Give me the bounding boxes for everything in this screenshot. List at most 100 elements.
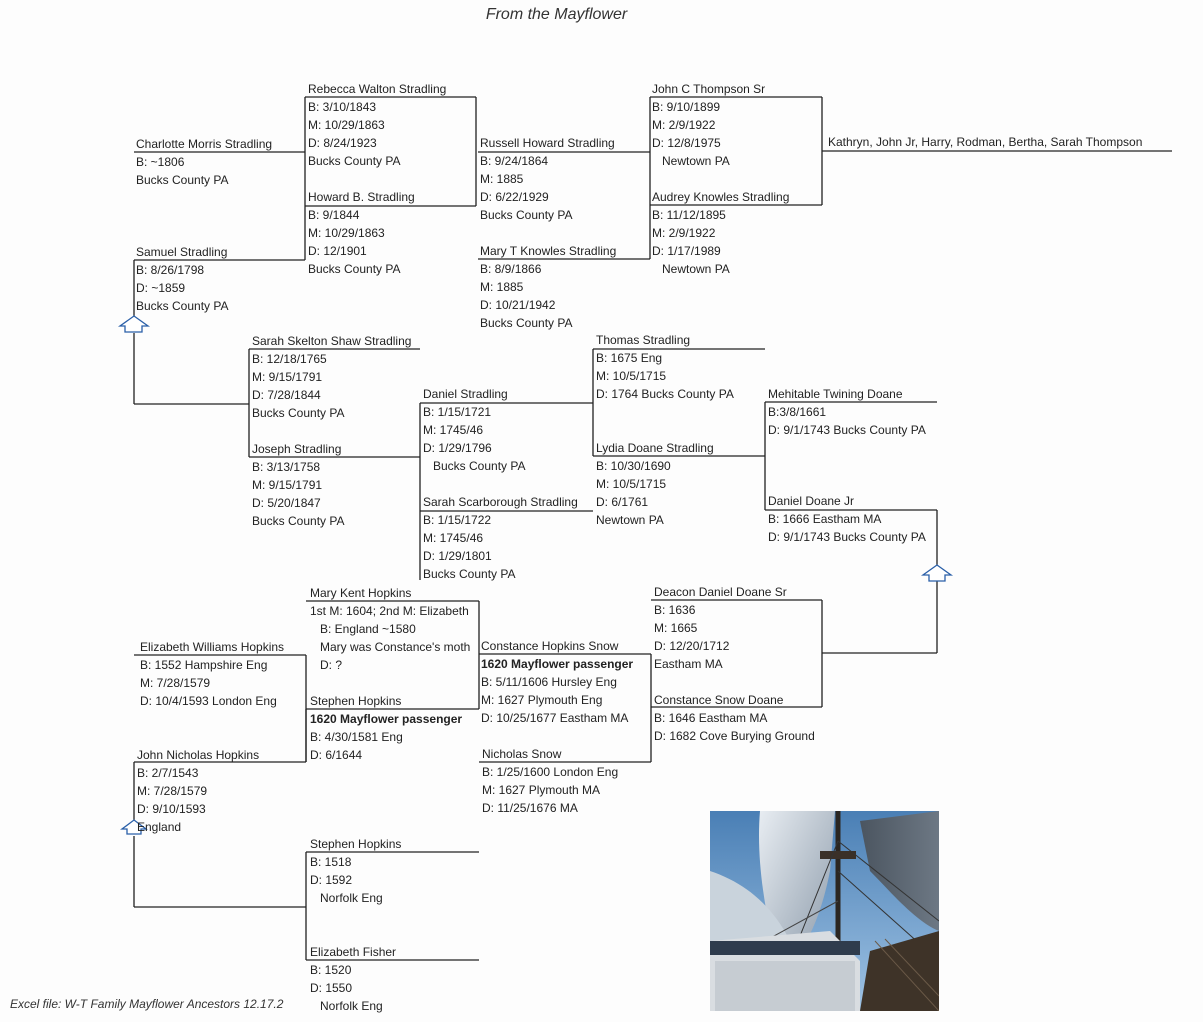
person-birth: B: 1646 Eastham MA xyxy=(654,711,768,725)
person-place: Norfolk Eng xyxy=(320,891,383,905)
person-name: Sarah Scarborough Stradling xyxy=(423,495,578,509)
person-place: England xyxy=(137,820,182,834)
person-rebecca-walton-stradling: Rebecca Walton Stradling B: 3/10/1843 M:… xyxy=(308,80,446,170)
person-marriage: M: 1665 xyxy=(654,621,698,635)
person-place: Bucks County PA xyxy=(423,567,516,581)
page-title: From the Mayflower xyxy=(485,6,628,23)
person-death: D: 12/1901 xyxy=(308,244,367,258)
person-birth: B: 10/30/1690 xyxy=(596,459,671,473)
excel-file-caption: Excel file: W-T Family Mayflower Ancesto… xyxy=(10,997,284,1011)
person-place: Bucks County PA xyxy=(136,173,229,187)
person-lydia-doane-stradling: Lydia Doane Stradling B: 10/30/1690 M: 1… xyxy=(596,439,714,529)
person-death: D: 12/20/1712 xyxy=(654,639,730,653)
person-name: Deacon Daniel Doane Sr xyxy=(654,585,787,599)
person-name: Joseph Stradling xyxy=(252,442,342,456)
person-name: John Nicholas Hopkins xyxy=(137,748,260,762)
person-constance-hopkins-snow: Constance Hopkins Snow 1620 Mayflower pa… xyxy=(481,637,633,727)
person-marriage: M: 2/9/1922 xyxy=(652,226,716,240)
person-name: Elizabeth Fisher xyxy=(310,945,397,959)
person-name: Sarah Skelton Shaw Stradling xyxy=(252,334,412,348)
person-marriage: M: 7/28/1579 xyxy=(140,676,211,690)
person-name: Mary Kent Hopkins xyxy=(310,586,412,600)
person-birth: B: 1/15/1722 xyxy=(423,513,492,527)
person-death: D: ~1859 xyxy=(136,281,186,295)
person-name: Russell Howard Stradling xyxy=(480,136,615,150)
person-name: Nicholas Snow xyxy=(482,747,562,761)
person-place: Eastham MA xyxy=(654,657,723,671)
mayflower-passenger-label: 1620 Mayflower passenger xyxy=(310,712,463,726)
person-mary-t-knowles-stradling: Mary T Knowles Stradling B: 8/9/1866 M: … xyxy=(480,242,616,332)
person-marriage: M: 9/15/1791 xyxy=(252,370,323,384)
person-name: Howard B. Stradling xyxy=(308,190,415,204)
person-birth: B: 12/18/1765 xyxy=(252,352,327,366)
person-place: Bucks County PA xyxy=(433,459,526,473)
person-death: D: 1592 xyxy=(310,873,353,887)
person-birth: B: 9/24/1864 xyxy=(480,154,549,168)
person-death: D: 8/24/1923 xyxy=(308,136,377,150)
person-birth: B: 11/12/1895 xyxy=(652,208,726,222)
person-birth: B: 2/7/1543 xyxy=(137,766,199,780)
person-stephen-hopkins-1518: Stephen Hopkins B: 1518 D: 1592 Norfolk … xyxy=(310,835,401,907)
person-birth: B: 8/9/1866 xyxy=(480,262,542,276)
person-birth: B: 3/13/1758 xyxy=(252,460,321,474)
person-name: John C Thompson Sr xyxy=(652,82,766,96)
person-death: D: 10/25/1677 Eastham MA xyxy=(481,711,629,725)
person-place: Newtown PA xyxy=(596,513,664,527)
person-marriage: 1st M: 1604; 2nd M: Elizabeth xyxy=(310,604,469,618)
up-arrow-icon xyxy=(120,819,148,835)
person-name: Elizabeth Williams Hopkins xyxy=(140,640,285,654)
person-marriage: M: 10/29/1863 xyxy=(308,226,385,240)
person-mary-kent-hopkins: Mary Kent Hopkins 1st M: 1604; 2nd M: El… xyxy=(310,584,478,674)
person-death: D: 9/1/1743 Bucks County PA xyxy=(768,530,926,544)
person-birth: B: 1/15/1721 xyxy=(423,405,492,419)
person-name: Constance Snow Doane xyxy=(654,693,784,707)
person-audrey-knowles-stradling: Audrey Knowles Stradling B: 11/12/1895 M… xyxy=(652,188,789,278)
person-death: D: 1764 Bucks County PA xyxy=(596,387,734,401)
person-death: D: 12/8/1975 xyxy=(652,136,721,150)
person-death: D: 1550 xyxy=(310,981,353,995)
person-name: Stephen Hopkins xyxy=(310,837,402,851)
person-birth: B: 4/30/1581 Eng xyxy=(310,730,403,744)
person-john-c-thompson: John C Thompson Sr B: 9/10/1899 M: 2/9/1… xyxy=(652,80,765,170)
person-death: D: 1682 Cove Burying Ground xyxy=(654,729,815,743)
person-death: D: 9/10/1593 xyxy=(137,802,206,816)
person-marriage: M: 7/28/1579 xyxy=(137,784,208,798)
person-name: Mary T Knowles Stradling xyxy=(480,244,617,258)
person-stephen-hopkins-1581: Stephen Hopkins 1620 Mayflower passenger… xyxy=(310,692,462,764)
person-birth: B: 8/26/1798 xyxy=(136,263,205,277)
person-marriage: M: 10/29/1863 xyxy=(308,118,385,132)
person-daniel-doane-jr: Daniel Doane Jr B: 1666 Eastham MA D: 9/… xyxy=(768,492,926,546)
person-nicholas-snow: Nicholas Snow B: 1/25/1600 London Eng M:… xyxy=(482,745,618,817)
person-name: Charlotte Morris Stradling xyxy=(136,137,273,151)
person-death: D: ? xyxy=(320,658,343,672)
person-birth: B: England ~1580 xyxy=(320,622,416,636)
person-marriage: M: 1627 Plymouth Eng xyxy=(481,693,603,707)
person-place: Bucks County PA xyxy=(480,316,573,330)
person-marriage: M: 9/15/1791 xyxy=(252,478,323,492)
person-death: D: 10/21/1942 xyxy=(480,298,556,312)
person-death: D: 6/22/1929 xyxy=(480,190,549,204)
person-place: Newtown PA xyxy=(662,262,730,276)
family-children-line: Kathryn, John Jr, Harry, Rodman, Bertha,… xyxy=(828,135,1143,149)
mayflower-passenger-label: 1620 Mayflower passenger xyxy=(481,657,634,671)
person-birth: B: 9/1844 xyxy=(308,208,360,222)
person-russell-howard-stradling: Russell Howard Stradling B: 9/24/1864 M:… xyxy=(480,134,615,224)
person-name: Thomas Stradling xyxy=(596,333,691,347)
person-john-nicholas-hopkins: John Nicholas Hopkins B: 2/7/1543 M: 7/2… xyxy=(137,746,259,836)
person-charlotte-morris-stradling: Charlotte Morris Stradling B: ~1806 Buck… xyxy=(136,135,272,189)
person-place: Bucks County PA xyxy=(252,406,345,420)
person-name: Lydia Doane Stradling xyxy=(596,441,714,455)
person-sarah-skelton-shaw-stradling: Sarah Skelton Shaw Stradling B: 12/18/17… xyxy=(252,332,411,422)
person-name: Daniel Doane Jr xyxy=(768,494,855,508)
mayflower-sails-photo xyxy=(710,811,939,1011)
person-name: Rebecca Walton Stradling xyxy=(308,82,447,96)
person-death: D: 9/1/1743 Bucks County PA xyxy=(768,423,926,437)
person-marriage: M: 1627 Plymouth MA xyxy=(482,783,601,797)
person-birth: B: 1518 xyxy=(310,855,352,869)
person-elizabeth-williams-hopkins: Elizabeth Williams Hopkins B: 1552 Hamps… xyxy=(140,638,284,710)
person-daniel-stradling: Daniel Stradling B: 1/15/1721 M: 1745/46… xyxy=(423,385,525,475)
person-samuel-stradling: Samuel Stradling B: 8/26/1798 D: ~1859 B… xyxy=(136,243,228,315)
person-marriage: M: 1745/46 xyxy=(423,423,484,437)
